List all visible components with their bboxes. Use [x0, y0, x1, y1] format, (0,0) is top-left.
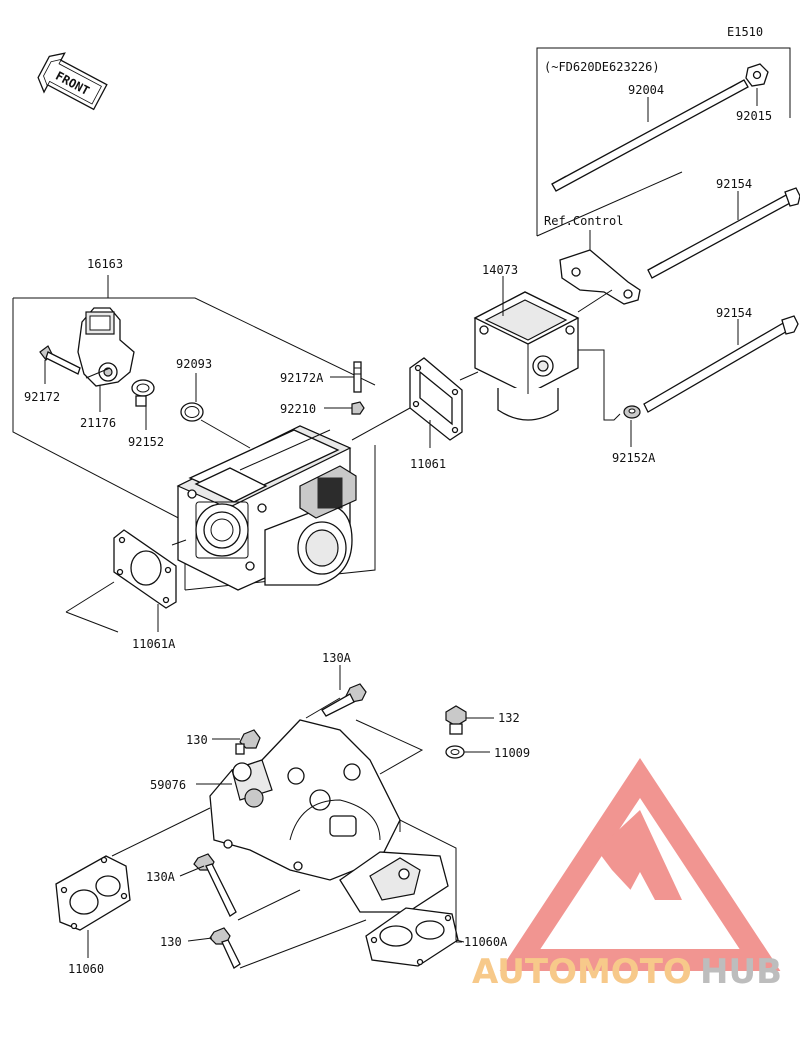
label-92172: 92172	[24, 390, 60, 404]
watermark-text-hub: HUB	[700, 952, 782, 992]
bolt-92154-lower-icon	[643, 315, 799, 413]
label-92154-lower: 92154	[716, 306, 752, 320]
label-59076: 59076	[150, 778, 186, 792]
bolt-92154-upper-icon	[647, 187, 800, 279]
inset-border	[536, 47, 791, 236]
serial-inset: (~FD620DE623226) 92004 92015	[536, 47, 791, 237]
screw-92172-icon	[39, 345, 81, 375]
bolt-130-top-icon	[235, 729, 261, 755]
label-11009: 11009	[494, 746, 530, 760]
label-16163: 16163	[87, 257, 123, 271]
watermark-triangle-inner	[597, 810, 682, 900]
serial-note: (~FD620DE623226)	[544, 60, 660, 74]
label-92015: 92015	[736, 109, 772, 123]
label-11060a: 11060A	[464, 935, 508, 949]
label-92152a: 92152A	[612, 451, 656, 465]
gasket-11060-icon	[55, 855, 131, 931]
ref-control-label: Ref.Control	[544, 214, 623, 228]
label-130a-left: 130A	[146, 870, 176, 884]
label-92004: 92004	[628, 83, 664, 97]
throttle-body-icon	[176, 425, 357, 591]
label-130-top: 130	[186, 733, 208, 747]
label-92152: 92152	[128, 435, 164, 449]
diagram-code: E1510	[727, 25, 763, 39]
front-arrow: FRONT	[37, 52, 108, 111]
bolt-130a-top-icon	[321, 683, 367, 717]
label-92172a: 92172A	[280, 371, 324, 385]
intake-manifold-icon	[209, 719, 449, 913]
label-92093: 92093	[176, 357, 212, 371]
gasket-11060a-icon	[365, 907, 459, 967]
label-132: 132	[498, 711, 520, 725]
washer-11009-icon	[445, 745, 465, 759]
gasket-11061a-icon	[113, 529, 177, 609]
stud-92004-icon	[551, 79, 749, 192]
watermark-text: AUTOMOTO HUB	[472, 952, 782, 992]
watermark-triangle-outer	[499, 758, 781, 971]
sensor-21176-icon	[77, 307, 135, 387]
stud-92172a-icon	[353, 361, 362, 393]
watermark-text-automoto: AUTOMOTO	[472, 952, 692, 992]
label-14073: 14073	[482, 263, 518, 277]
bolt-130a-left-icon	[193, 853, 237, 917]
label-11061a: 11061A	[132, 637, 176, 651]
adapter-14073-icon	[473, 291, 580, 421]
gasket-11061-icon	[409, 357, 463, 441]
nut-92210-icon	[351, 401, 365, 415]
oring-92093-icon	[180, 402, 204, 422]
label-130-bottom: 130	[160, 935, 182, 949]
clip-92152-icon	[131, 379, 155, 407]
label-92154-upper: 92154	[716, 177, 752, 191]
nut-92015-icon	[745, 63, 769, 87]
control-bracket-icon	[559, 249, 641, 305]
label-92210: 92210	[280, 402, 316, 416]
label-130a-top: 130A	[322, 651, 352, 665]
washer-92152a-icon	[623, 405, 641, 419]
bolt-130-bottom-icon	[209, 927, 241, 969]
label-11060: 11060	[68, 962, 104, 976]
label-11061: 11061	[410, 457, 446, 471]
watermark-logo	[499, 758, 781, 971]
label-21176: 21176	[80, 416, 116, 430]
fitting-132-icon	[445, 705, 467, 735]
